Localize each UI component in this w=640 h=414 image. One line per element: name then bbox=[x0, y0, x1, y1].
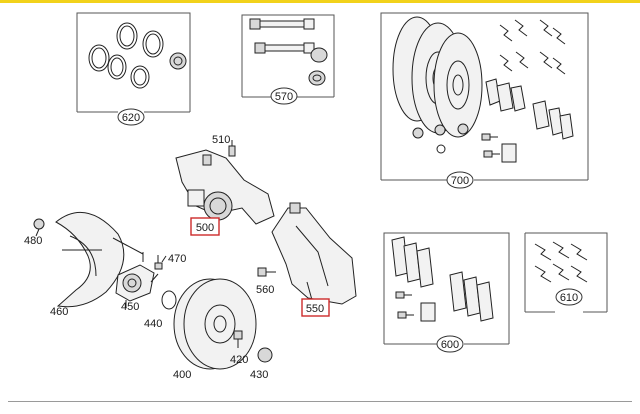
kit-label-620: 620 bbox=[122, 112, 140, 124]
brake-pad-set-icon bbox=[391, 236, 494, 322]
callout-470: 470 bbox=[168, 253, 186, 265]
kit-number-oval bbox=[555, 288, 583, 306]
kit-box-620[interactable]: 620 bbox=[76, 12, 191, 126]
callout-460: 460 bbox=[50, 306, 68, 318]
pad-clip-icon bbox=[534, 241, 588, 283]
bracket-550 bbox=[271, 202, 357, 305]
bottom-divider bbox=[8, 401, 632, 402]
top-accent-bar bbox=[0, 0, 640, 3]
callout-560: 560 bbox=[256, 284, 274, 296]
callout-450: 450 bbox=[121, 301, 139, 313]
hardware-bolt-icon bbox=[412, 123, 517, 163]
callout-400: 400 bbox=[173, 369, 191, 381]
kit-number-oval bbox=[270, 87, 298, 105]
highlight-box-500 bbox=[190, 217, 220, 236]
nut-430 bbox=[257, 347, 273, 363]
bolt-420 bbox=[233, 330, 243, 348]
wheel-hub bbox=[115, 252, 159, 308]
kit-box-610[interactable]: 610 bbox=[524, 232, 608, 313]
highlight-box-550 bbox=[301, 298, 330, 317]
callout-440: 440 bbox=[144, 318, 162, 330]
guide-pin-icon bbox=[249, 18, 328, 86]
caliper-500 bbox=[175, 149, 275, 225]
callout-480: 480 bbox=[24, 235, 42, 247]
kit-number-oval bbox=[117, 108, 145, 126]
kit-box-600[interactable]: 600 bbox=[383, 232, 510, 353]
bleed-screw-510 bbox=[228, 140, 236, 157]
splash-shield bbox=[55, 212, 125, 308]
kit-label-610: 610 bbox=[560, 292, 578, 304]
callout-500[interactable]: 500 bbox=[196, 222, 214, 234]
brake-pad-set-icon bbox=[485, 19, 574, 140]
callout-430: 430 bbox=[250, 369, 268, 381]
kit-number-oval bbox=[446, 171, 474, 189]
callout-550[interactable]: 550 bbox=[306, 303, 324, 315]
bolt-560 bbox=[257, 267, 276, 277]
seal-ring-icon bbox=[88, 22, 187, 89]
kit-label-570: 570 bbox=[275, 91, 293, 103]
kit-box-570[interactable]: 570 bbox=[241, 14, 335, 105]
callout-510: 510 bbox=[212, 134, 230, 146]
brake-disc-pair-icon bbox=[392, 16, 483, 138]
kit-label-600: 600 bbox=[441, 339, 459, 351]
sensor-470 bbox=[154, 255, 163, 270]
kit-box-700[interactable]: 700 bbox=[380, 12, 589, 189]
bolt-480 bbox=[33, 218, 45, 237]
callout-420: 420 bbox=[230, 354, 248, 366]
kit-label-700: 700 bbox=[451, 175, 469, 187]
ring-440 bbox=[161, 290, 177, 310]
kit-number-oval bbox=[436, 335, 464, 353]
